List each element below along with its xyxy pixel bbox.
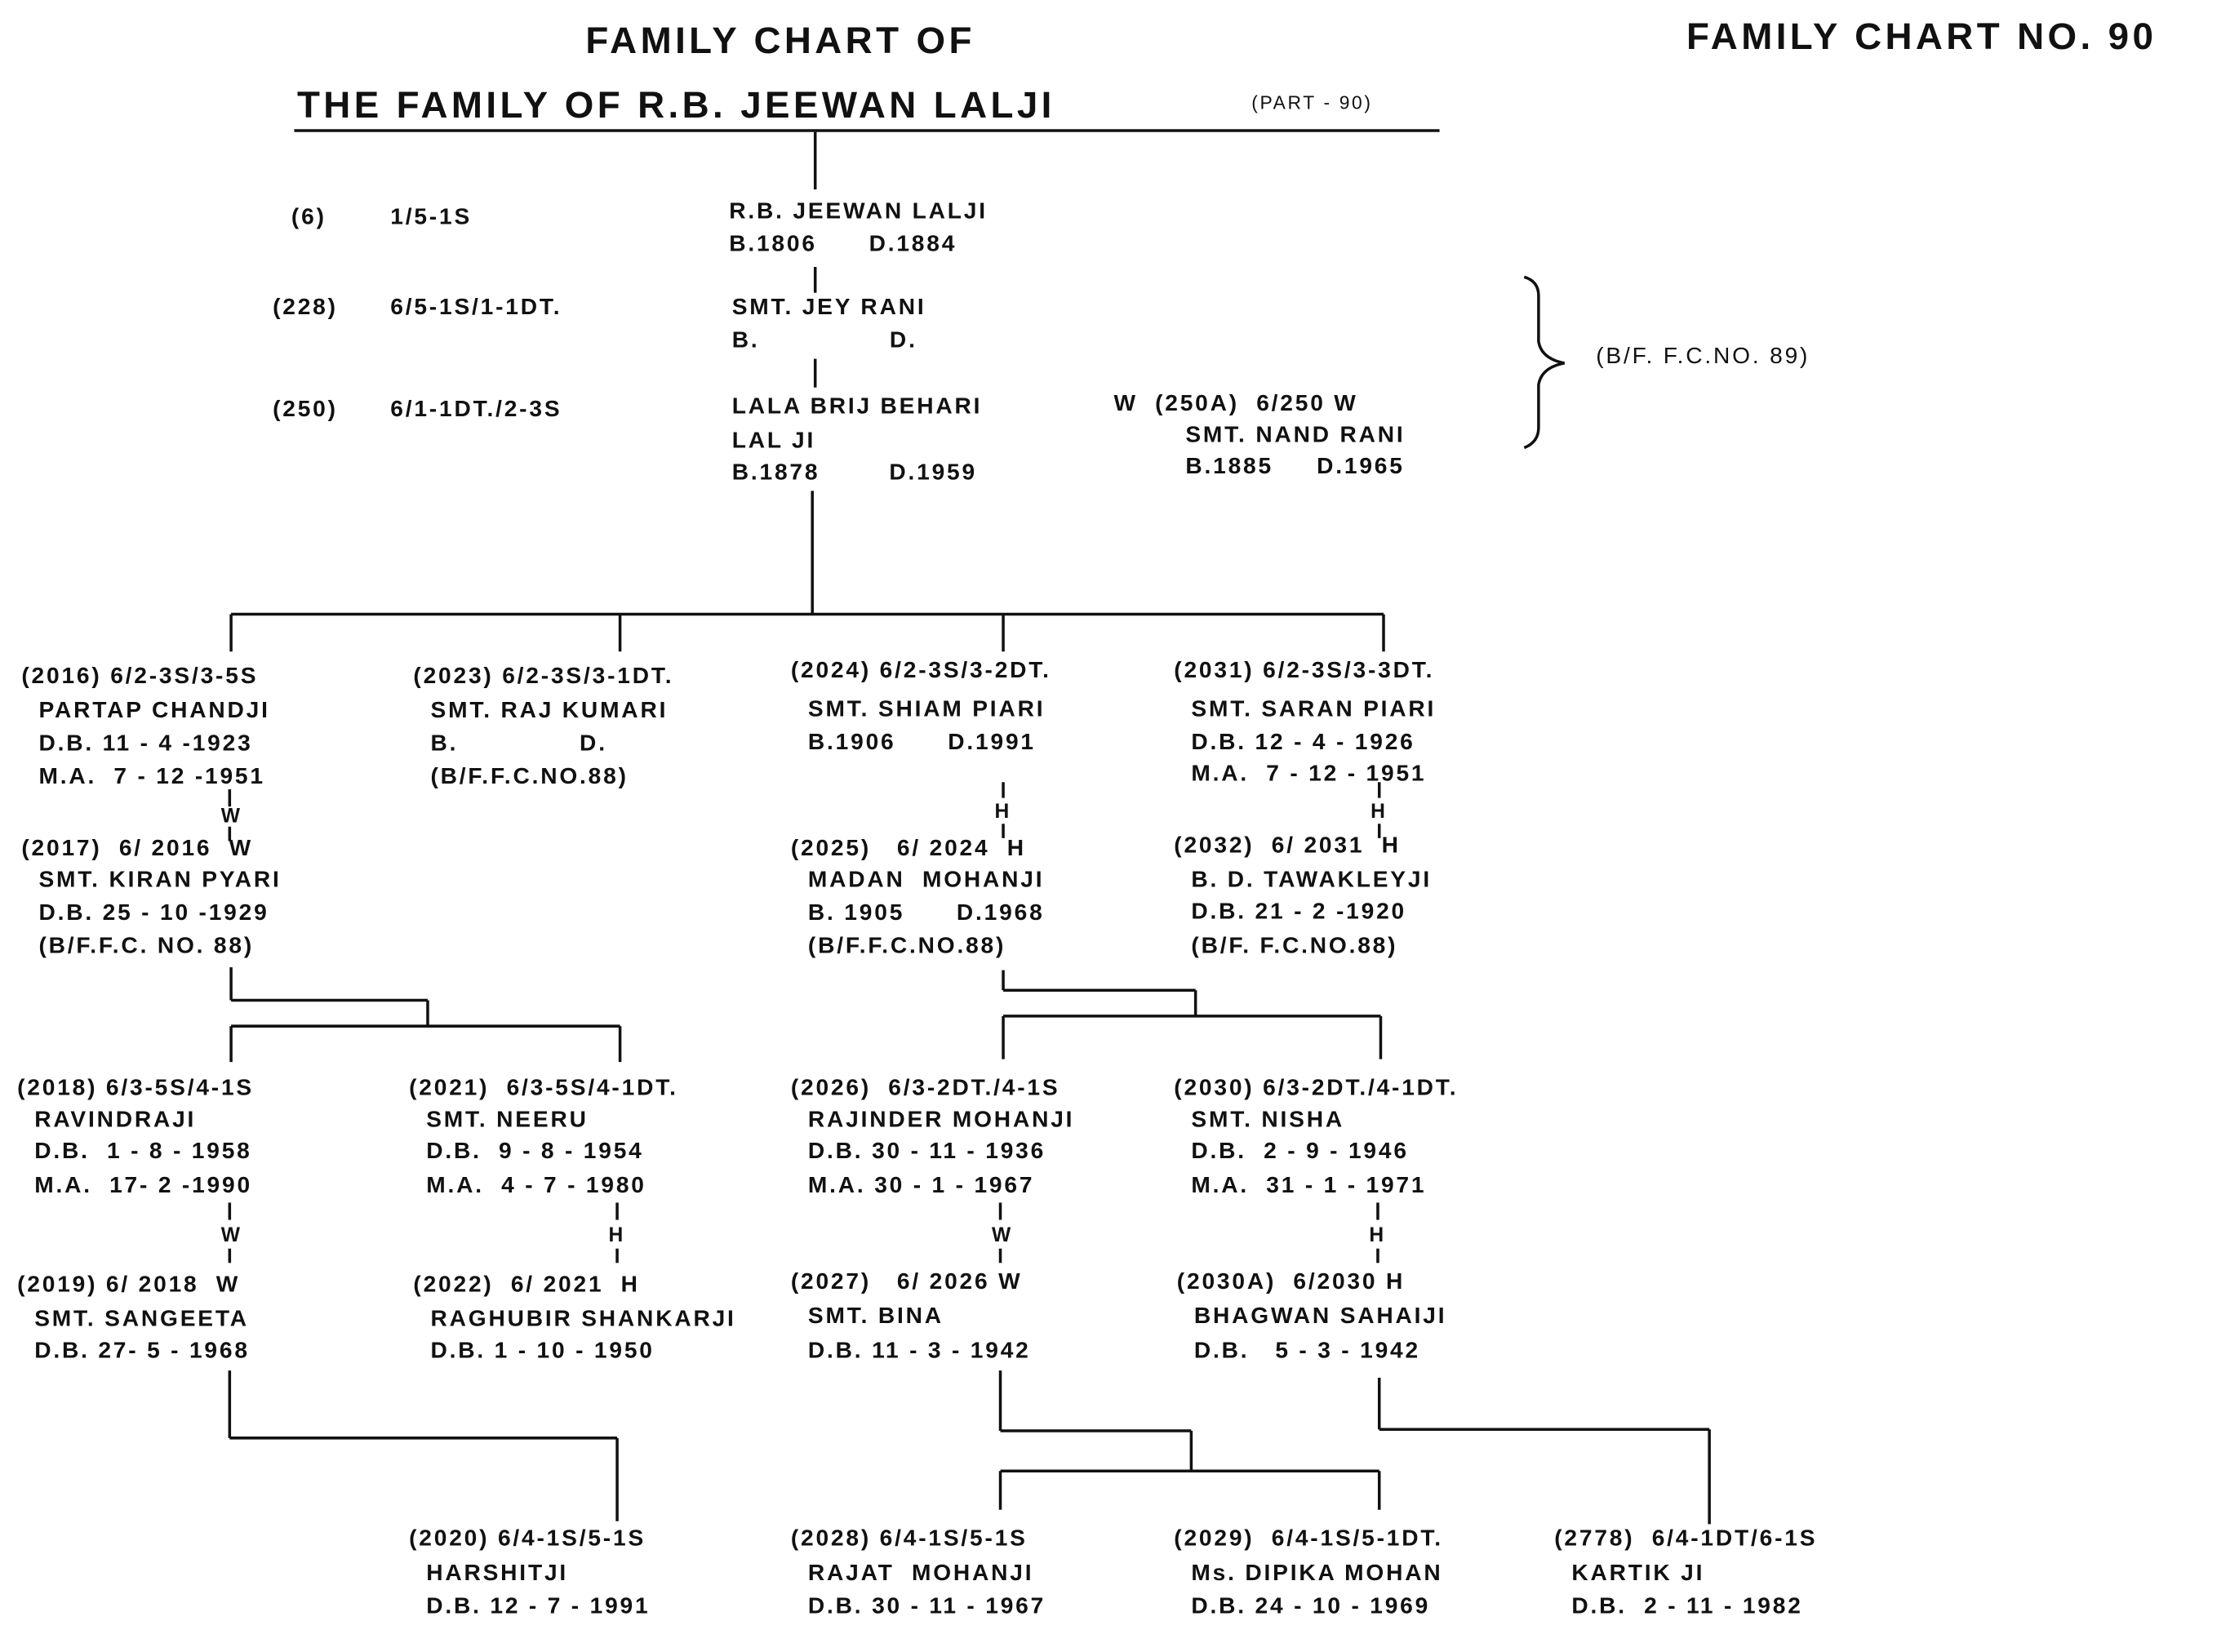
ancestor-dates: B. D. xyxy=(731,328,917,353)
relation-mark-wife: W xyxy=(991,1223,1014,1246)
person-code: (2029) 6/4-1S/5-1DT. xyxy=(1174,1526,1443,1552)
person-detail: D.B. 21 - 2 -1920 xyxy=(1191,899,1407,925)
person-detail: M.A. 30 - 1 - 1967 xyxy=(807,1174,1035,1199)
person-detail: (B/F.F.C.NO.88) xyxy=(430,765,629,790)
chart-part: (PART - 90) xyxy=(1251,91,1373,113)
person-name: RAJINDER MOHANJI xyxy=(807,1108,1075,1133)
person-detail: D.B. 2 - 11 - 1982 xyxy=(1571,1594,1803,1619)
person-code: (2018) 6/3-5S/4-1S xyxy=(17,1076,255,1101)
person-name: HARSHITJI xyxy=(426,1561,569,1586)
chart-number: FAMILY CHART NO. 90 xyxy=(1686,14,2157,58)
person-code: (2028) 6/4-1S/5-1S xyxy=(790,1526,1028,1552)
ancestor-spouse-dates: B.1885 D.1965 xyxy=(1185,455,1405,480)
ancestor-spouse-name: SMT. NAND RANI xyxy=(1185,423,1406,448)
person-name: B. D. TAWAKLEYJI xyxy=(1191,868,1432,893)
person-code: (2024) 6/2-3S/3-2DT. xyxy=(790,659,1051,683)
person-code: (2016) 6/2-3S/3-5S xyxy=(21,664,259,689)
person-detail: B. 1905 D.1968 xyxy=(807,901,1045,926)
person-name: SMT. SARAN PIARI xyxy=(1191,697,1437,722)
person-code: (2031) 6/2-3S/3-3DT. xyxy=(1174,659,1435,683)
person-code: (2027) 6/ 2026 W xyxy=(790,1270,1023,1295)
person-code: (2017) 6/ 2016 W xyxy=(21,837,254,861)
person-code: (2019) 6/ 2018 W xyxy=(17,1272,241,1298)
person-code: (2030) 6/3-2DT./4-1DT. xyxy=(1174,1076,1459,1101)
person-detail: D.B. 30 - 11 - 1936 xyxy=(807,1139,1046,1164)
person-detail: (B/F. F.C.NO.88) xyxy=(1191,934,1398,959)
relation-mark-husband: H xyxy=(1370,799,1388,823)
person-name: SMT. SHIAM PIARI xyxy=(807,697,1046,722)
person-name: SMT. BINA xyxy=(807,1304,944,1330)
ancestor-name: SMT. JEY RANI xyxy=(731,295,926,321)
person-name: RAGHUBIR SHANKARJI xyxy=(430,1307,736,1332)
person-name: MADAN MOHANJI xyxy=(807,868,1045,893)
ancestor-number: (228) xyxy=(273,295,338,321)
ancestor-code: 6/1-1DT./2-3S xyxy=(390,397,562,422)
person-name: SMT. NISHA xyxy=(1191,1108,1344,1133)
chart-subtitle: THE FAMILY OF R.B. JEEWAN LALJI xyxy=(296,82,1055,127)
person-code: (2022) 6/ 2021 H xyxy=(413,1272,640,1298)
person-detail: B. D. xyxy=(430,731,607,757)
person-detail: D.B. 2 - 9 - 1946 xyxy=(1191,1139,1409,1164)
ancestor-dates: B.1806 D.1884 xyxy=(729,232,957,257)
person-code: (2032) 6/ 2031 H xyxy=(1174,833,1401,859)
person-code: (2778) 6/4-1DT/6-1S xyxy=(1554,1526,1818,1552)
person-code: (2030A) 6/2030 H xyxy=(1176,1270,1406,1295)
person-detail: D.B. 27- 5 - 1968 xyxy=(34,1339,250,1364)
ancestor-name: LALA BRIJ BEHARI xyxy=(731,394,983,420)
person-detail: M.A. 31 - 1 - 1971 xyxy=(1191,1174,1427,1199)
person-code: (2023) 6/2-3S/3-1DT. xyxy=(413,664,674,689)
person-name: SMT. SANGEETA xyxy=(34,1307,249,1332)
ancestor-name-cont: LAL JI xyxy=(731,429,816,454)
person-name: RAJAT MOHANJI xyxy=(807,1561,1034,1586)
person-detail: D.B. 30 - 11 - 1967 xyxy=(807,1594,1046,1619)
person-detail: D.B. 1 - 8 - 1958 xyxy=(34,1139,252,1164)
brace xyxy=(1523,275,1565,450)
ancestor-number: (250) xyxy=(273,397,338,422)
chart-title: FAMILY CHART OF xyxy=(585,18,975,62)
person-detail: D.B. 12 - 7 - 1991 xyxy=(426,1594,651,1619)
person-code: (2026) 6/3-2DT./4-1S xyxy=(790,1076,1060,1101)
person-detail: M.A. 7 - 12 - 1951 xyxy=(1191,762,1427,787)
person-name: BHAGWAN SAHAIJI xyxy=(1193,1304,1447,1330)
person-detail: (B/F.F.C. NO. 88) xyxy=(38,934,255,959)
person-name: SMT. RAJ KUMARI xyxy=(430,699,669,724)
person-detail: D.B. 11 - 4 -1923 xyxy=(38,731,253,757)
person-detail: M.A. 4 - 7 - 1980 xyxy=(426,1174,646,1199)
relation-mark-wife: W xyxy=(220,1223,242,1246)
person-detail: D.B. 25 - 10 -1929 xyxy=(38,901,269,926)
relation-mark-husband: H xyxy=(994,799,1012,823)
person-name: PARTAP CHANDJI xyxy=(38,699,270,724)
person-detail: (B/F.F.C.NO.88) xyxy=(807,934,1006,959)
ancestor-name: R.B. JEEWAN LALJI xyxy=(729,199,988,224)
ancestor-dates: B.1878 D.1959 xyxy=(731,460,977,486)
person-detail: D.B. 24 - 10 - 1969 xyxy=(1191,1594,1431,1619)
person-detail: D.B. 12 - 4 - 1926 xyxy=(1191,730,1415,755)
relation-mark-husband: H xyxy=(1369,1223,1387,1246)
person-code: (2021) 6/3-5S/4-1DT. xyxy=(409,1076,678,1101)
person-name: SMT. KIRAN PYARI xyxy=(38,868,282,893)
person-name: SMT. NEERU xyxy=(426,1108,589,1133)
person-detail: D.B. 11 - 3 - 1942 xyxy=(807,1339,1031,1364)
person-detail: D.B. 5 - 3 - 1942 xyxy=(1193,1339,1420,1364)
ancestor-spouse-header: W (250A) 6/250 W xyxy=(1113,392,1358,416)
person-code: (2020) 6/4-1S/5-1S xyxy=(409,1526,646,1552)
person-name: KARTIK JI xyxy=(1571,1561,1705,1586)
relation-mark-husband: H xyxy=(608,1223,626,1246)
ancestor-code: 1/5-1S xyxy=(390,205,473,230)
person-detail: D.B. 9 - 8 - 1954 xyxy=(426,1139,644,1164)
ancestor-number: (6) xyxy=(291,205,327,230)
person-detail: B.1906 D.1991 xyxy=(807,730,1036,755)
relation-mark-wife: W xyxy=(220,803,242,827)
person-name: Ms. DIPIKA MOHAN xyxy=(1191,1561,1443,1586)
person-code: (2025) 6/ 2024 H xyxy=(790,837,1026,861)
person-detail: D.B. 1 - 10 - 1950 xyxy=(430,1339,655,1364)
person-detail: M.A. 17- 2 -1990 xyxy=(34,1174,252,1199)
brace-note: (B/F. F.C.NO. 89) xyxy=(1596,344,1810,369)
person-name: RAVINDRAJI xyxy=(34,1108,197,1133)
person-detail: M.A. 7 - 12 -1951 xyxy=(38,765,265,790)
ancestor-code: 6/5-1S/1-1DT. xyxy=(390,295,562,321)
